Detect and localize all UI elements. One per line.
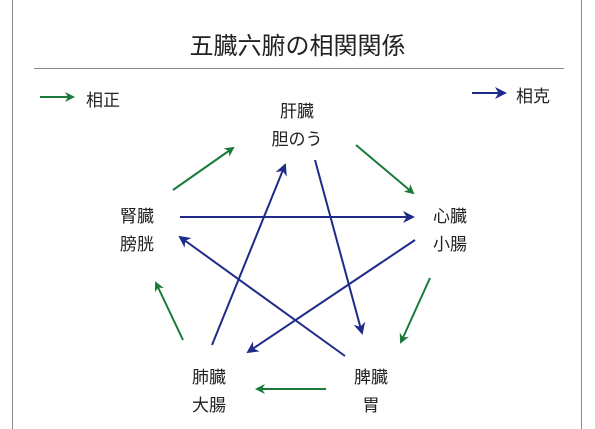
node-small-intestine-name: 小腸 — [433, 235, 467, 255]
node-bladder-name: 膀胱 — [120, 235, 154, 255]
arrow-metal-to-water — [154, 281, 184, 341]
diagram-frame — [12, 0, 582, 429]
node-large-intestine-name: 大腸 — [192, 396, 226, 416]
arrow-earth-to-water — [178, 235, 346, 357]
arrow-wood-to-fire — [355, 144, 415, 195]
node-kidney-bladder: 腎臓 膀胱 — [92, 203, 182, 259]
node-heart-name: 心臓 — [433, 207, 467, 227]
diagram-title: 五臓六腑の相関関係 — [189, 32, 406, 60]
arrow-metal-to-wood — [211, 163, 287, 346]
title-divider — [34, 68, 564, 69]
legend-controlling-label: 相克 — [516, 87, 550, 107]
arrow-water-to-wood — [172, 146, 235, 191]
node-liver-name: 肝臓 — [280, 102, 314, 122]
node-lung-name: 肺臓 — [192, 368, 226, 388]
legend-generating-label: 相正 — [86, 91, 120, 111]
arrow-fire-to-earth — [399, 277, 431, 344]
arrow-wood-to-earth — [314, 159, 366, 335]
arrow-fire-to-metal — [246, 239, 416, 354]
node-gallbladder-name: 胆のう — [271, 130, 323, 150]
node-spleen-name: 脾臓 — [354, 368, 388, 388]
node-stomach-name: 胃 — [362, 396, 380, 416]
node-lung-large-intestine: 肺臓 大腸 — [164, 364, 254, 420]
node-kidney-name: 腎臓 — [120, 207, 154, 227]
node-heart-small-intestine: 心臓 小腸 — [405, 203, 495, 259]
node-liver-gallbladder: 肝臓 胆のう — [252, 98, 342, 154]
node-spleen-stomach: 脾臓 胃 — [326, 364, 416, 420]
